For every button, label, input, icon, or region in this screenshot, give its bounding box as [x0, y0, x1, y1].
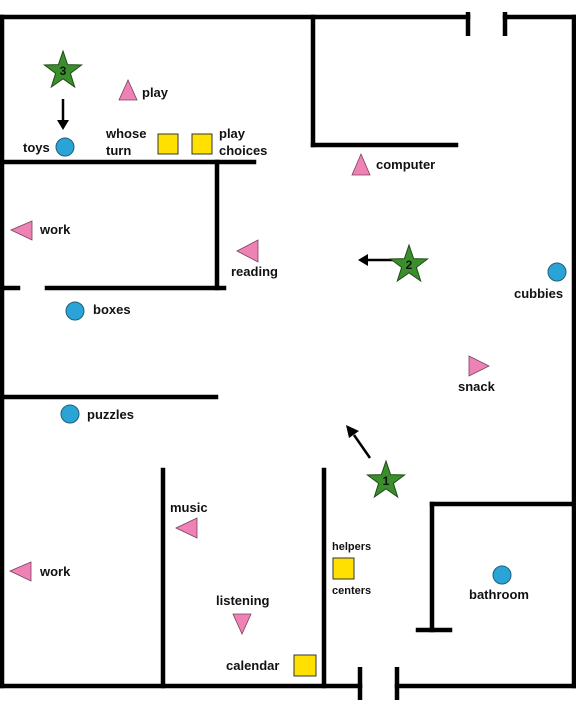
- star-2-icon: [388, 243, 430, 283]
- helpers-centers-square-icon: [332, 557, 355, 580]
- star-2-number: 2: [406, 258, 413, 272]
- arrows: [57, 99, 394, 459]
- label-helpers: helpers: [332, 541, 371, 553]
- whose-turn-square-icon: [157, 133, 179, 155]
- walls: [0, 12, 576, 700]
- calendar-square-icon: [293, 654, 317, 677]
- puzzles-circle-icon: [60, 404, 80, 424]
- snack-triangle-icon: [468, 355, 490, 377]
- star-1-number: 1: [383, 474, 390, 488]
- label-snack: snack: [458, 379, 496, 394]
- cubbies-circle-icon: [547, 262, 567, 282]
- label-puzzles: puzzles: [87, 407, 134, 422]
- star-1: 1: [365, 459, 407, 499]
- label-toys: toys: [23, 140, 50, 155]
- reading-triangle-icon: [236, 239, 259, 263]
- label-music: music: [170, 500, 208, 515]
- bathroom-circle-icon: [492, 565, 512, 585]
- play-triangle-icon: [118, 79, 138, 101]
- boxes-circle-icon: [65, 301, 85, 321]
- label-whose-turn-line1: whose: [105, 126, 146, 141]
- star-3-icon: [42, 49, 84, 89]
- star-2: 2: [388, 243, 430, 283]
- work-top-triangle-icon: [10, 220, 33, 241]
- label-cubbies: cubbies: [514, 286, 563, 301]
- label-reading: reading: [231, 264, 278, 279]
- arrow-left-from-star-2: [358, 254, 394, 266]
- label-work-top: work: [39, 222, 71, 237]
- label-play-choices-line1: play: [219, 126, 246, 141]
- listening-triangle-icon: [232, 613, 252, 635]
- toys-circle-icon: [55, 137, 75, 157]
- label-listening: listening: [216, 593, 270, 608]
- label-boxes: boxes: [93, 302, 131, 317]
- label-computer: computer: [376, 157, 435, 172]
- arrow-up-left-from-star-1: [346, 425, 372, 459]
- label-centers: centers: [332, 585, 371, 597]
- label-whose-turn-line2: turn: [106, 143, 131, 158]
- label-calendar: calendar: [226, 658, 279, 673]
- label-play: play: [142, 85, 169, 100]
- label-play-choices-line2: choices: [219, 143, 267, 158]
- star-1-icon: [365, 459, 407, 499]
- work-bottom-triangle-icon: [9, 561, 32, 582]
- computer-triangle-icon: [351, 152, 371, 176]
- label-work-bottom: work: [39, 564, 71, 579]
- play-choices-square-icon: [191, 133, 213, 155]
- star-3: 3: [42, 49, 84, 89]
- label-bathroom: bathroom: [469, 587, 529, 602]
- music-triangle-icon: [175, 517, 198, 539]
- star-3-number: 3: [60, 64, 67, 78]
- arrow-down-to-toys: [57, 99, 69, 130]
